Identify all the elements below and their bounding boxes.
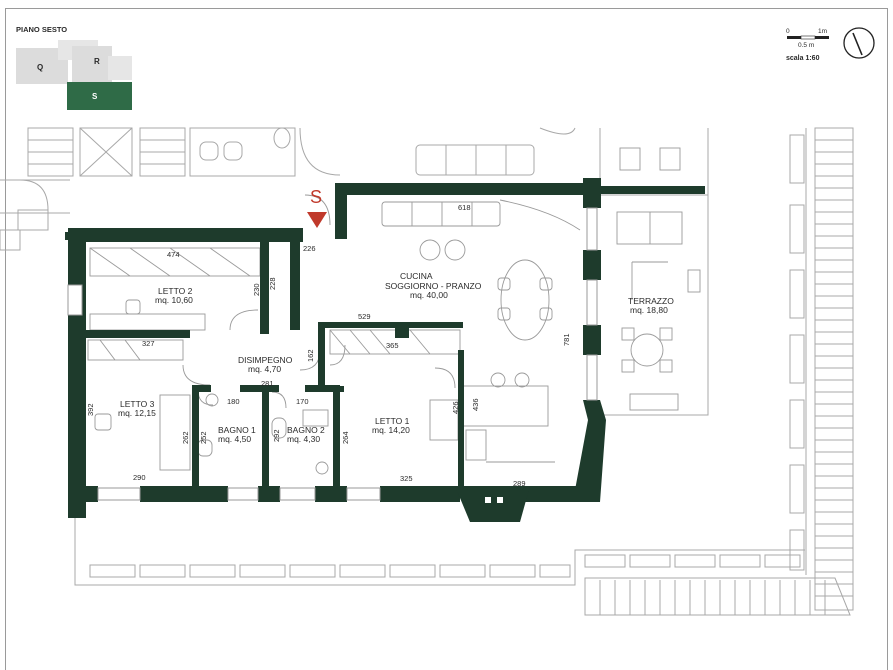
drawing-frame xyxy=(5,8,888,670)
dim-262: 262 xyxy=(181,431,190,444)
floor-label: PIANO SESTO xyxy=(16,25,67,34)
surroundings xyxy=(0,127,854,616)
key-label-q: Q xyxy=(37,63,43,72)
key-block-s xyxy=(67,82,132,110)
key-plan: Q R S xyxy=(16,40,132,110)
room-terrazzo-area: mq. 18,80 xyxy=(630,305,668,315)
room-letto1-name: LETTO 1 xyxy=(375,416,410,426)
room-bagno2-area: mq. 4,30 xyxy=(287,434,320,444)
dim-325: 325 xyxy=(400,474,413,483)
dim-529: 529 xyxy=(358,312,371,321)
entrance-arrow-icon xyxy=(307,212,327,228)
room-disimpegno-name: DISIMPEGNO xyxy=(238,355,293,365)
dim-392: 392 xyxy=(86,403,95,416)
room-disimpegno-area: mq. 4,70 xyxy=(248,364,281,374)
dim-162: 162 xyxy=(306,349,315,362)
room-cucina-line2: SOGGIORNO - PRANZO xyxy=(385,281,482,291)
dim-252: 252 xyxy=(199,431,208,444)
dim-365: 365 xyxy=(386,341,399,350)
room-letto1-area: mq. 14,20 xyxy=(372,425,410,435)
dim-474: 474 xyxy=(167,250,180,259)
room-letto3-area: mq. 12,15 xyxy=(118,408,156,418)
dim-436: 436 xyxy=(471,398,480,411)
windows xyxy=(67,207,598,501)
dim-292: 292 xyxy=(272,429,281,442)
room-cucina-area: mq. 40,00 xyxy=(410,290,448,300)
dim-281: 281 xyxy=(261,379,274,388)
dim-170: 170 xyxy=(296,397,309,406)
north-arrow-icon xyxy=(843,27,875,59)
dim-264: 264 xyxy=(341,431,350,444)
dim-426: 426 xyxy=(451,401,460,414)
key-block-r xyxy=(72,46,112,82)
dim-289: 289 xyxy=(513,479,526,488)
entrance-marker-label: S xyxy=(310,187,322,207)
dim-226: 226 xyxy=(303,244,316,253)
key-label-r: R xyxy=(94,57,100,66)
scale-one-m: 1m xyxy=(818,28,827,35)
dim-290: 290 xyxy=(133,473,146,482)
room-bagno2-name: BAGNO 2 xyxy=(287,425,325,435)
dim-618: 618 xyxy=(458,203,471,212)
dim-228: 228 xyxy=(268,277,277,290)
scale-half-m: 0.5 m xyxy=(798,42,814,49)
dim-230: 230 xyxy=(252,283,261,296)
key-block-side xyxy=(108,56,132,80)
furniture xyxy=(85,147,701,475)
dim-180: 180 xyxy=(227,397,240,406)
room-terrazzo-name: TERRAZZO xyxy=(628,296,674,306)
room-cucina-line1: CUCINA xyxy=(400,271,433,281)
scale-bar: 0 1m 0.5 m scala 1:60 xyxy=(786,28,829,62)
key-label-s: S xyxy=(92,92,98,101)
dim-781: 781 xyxy=(562,333,571,346)
room-letto3-name: LETTO 3 xyxy=(120,399,155,409)
room-bagno1-area: mq. 4,50 xyxy=(218,434,251,444)
walls xyxy=(65,178,705,522)
scale-ratio: scala 1:60 xyxy=(786,55,820,62)
room-letto2-area: mq. 10,60 xyxy=(155,295,193,305)
room-letto2-name: LETTO 2 xyxy=(158,286,193,296)
dim-327: 327 xyxy=(142,339,155,348)
room-bagno1-name: BAGNO 1 xyxy=(218,425,256,435)
scale-zero: 0 xyxy=(786,28,790,35)
